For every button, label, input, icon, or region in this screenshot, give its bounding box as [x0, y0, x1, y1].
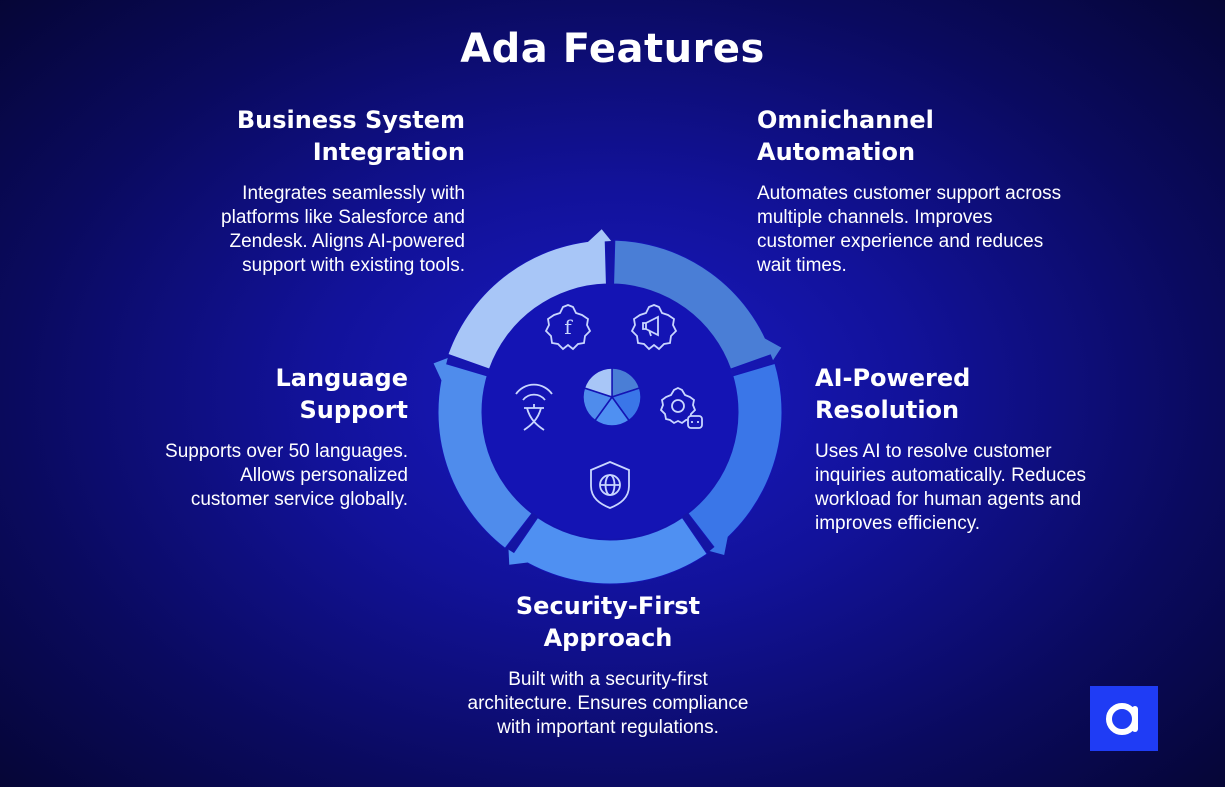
feature-ai-powered-resolution: AI-Powered Resolution Uses AI to resolve… — [815, 362, 1135, 536]
shield-globe-icon — [590, 461, 630, 509]
gear-megaphone-icon — [630, 304, 678, 351]
page-title: Ada Features — [460, 26, 765, 72]
feature-description: Supports over 50 languages. Allows perso… — [165, 441, 408, 510]
feature-title: Business System Integration — [236, 106, 465, 166]
feature-title: AI-Powered Resolution — [815, 364, 971, 424]
feature-description: Built with a security-first architecture… — [467, 669, 749, 738]
segment-pointer — [508, 549, 529, 565]
ada-logo-icon — [1090, 686, 1158, 751]
feature-title: Language Support — [275, 364, 409, 424]
feature-wheel: f — [433, 229, 783, 585]
segment-pointer — [709, 535, 728, 556]
feature-omnichannel-automation: Omnichannel Automation Automates custome… — [757, 104, 1107, 278]
gear-f-icon: f — [544, 304, 592, 351]
segment-pointer — [764, 338, 782, 361]
ada-logo-mark — [1106, 702, 1138, 735]
feature-description: Integrates seamlessly with platforms lik… — [221, 183, 465, 276]
feature-security-first-approach: Security-First Approach Built with a sec… — [430, 590, 786, 740]
wheel-ring — [433, 229, 783, 585]
pie-chart-icon — [582, 367, 642, 427]
feature-language-support: Language Support Supports over 50 langua… — [130, 362, 408, 512]
segment-pointer — [587, 229, 612, 243]
feature-title: Security-First Approach — [515, 592, 701, 652]
svg-text:f: f — [564, 315, 573, 339]
feature-description: Automates customer support across multip… — [757, 183, 1062, 276]
feature-description: Uses AI to resolve customer inquiries au… — [815, 441, 1087, 534]
gear-robot-icon — [659, 386, 703, 429]
segment-pointer — [433, 358, 448, 382]
translate-signal-icon — [515, 383, 553, 431]
feature-business-system-integration: Business System Integration Integrates s… — [180, 104, 465, 278]
feature-title: Omnichannel Automation — [757, 106, 934, 166]
